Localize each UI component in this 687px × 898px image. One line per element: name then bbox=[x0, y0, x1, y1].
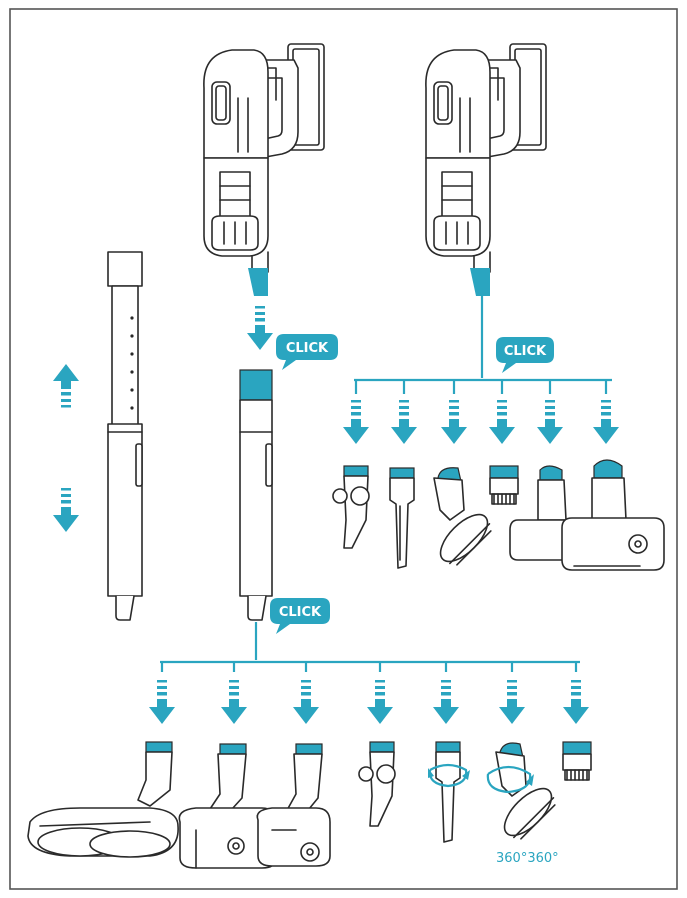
striped-down-arrow-icon bbox=[247, 306, 273, 350]
arrow-row-right bbox=[343, 400, 619, 444]
mop-floor-head bbox=[27, 741, 179, 858]
extension-tube bbox=[239, 369, 273, 621]
click-bubble-top: CLICK bbox=[276, 334, 338, 370]
striped-down-arrow-icon bbox=[441, 400, 467, 444]
striped-down-arrow-icon bbox=[537, 400, 563, 444]
click-bubble-middle: CLICK bbox=[496, 337, 554, 373]
striped-down-arrow-icon bbox=[221, 680, 247, 724]
dusting-brush-tool bbox=[433, 467, 492, 566]
striped-down-arrow-icon bbox=[593, 400, 619, 444]
click-bubble-bottom: CLICK bbox=[270, 598, 330, 634]
hard-floor-head bbox=[256, 743, 331, 867]
click-label: CLICK bbox=[279, 605, 322, 620]
crevice-2in1-tool-bottom bbox=[358, 741, 396, 827]
click-label: CLICK bbox=[504, 344, 547, 359]
mini-brush-tool bbox=[489, 465, 519, 505]
handheld-vacuum-right bbox=[425, 43, 547, 296]
striped-down-arrow-icon bbox=[433, 680, 459, 724]
arrow-row-bottom bbox=[149, 680, 589, 724]
telescopic-tube-extended bbox=[107, 251, 143, 621]
connector-tree-bottom bbox=[160, 622, 580, 672]
striped-down-arrow-icon bbox=[53, 488, 79, 532]
striped-up-arrow-icon bbox=[53, 364, 79, 408]
mattress-tool-large bbox=[561, 459, 665, 571]
crevice-2in1-tool bbox=[332, 465, 370, 549]
rotation-label: 360°360° bbox=[496, 851, 559, 866]
connector-tree-right bbox=[354, 296, 612, 394]
striped-down-arrow-icon bbox=[489, 400, 515, 444]
handheld-vacuum-left bbox=[203, 43, 325, 296]
speech-bubble-icon bbox=[276, 334, 338, 370]
striped-down-arrow-icon bbox=[149, 680, 175, 724]
striped-down-arrow-icon bbox=[499, 680, 525, 724]
rotating-dusting-brush bbox=[486, 742, 556, 840]
motorised-floor-head bbox=[178, 743, 277, 869]
striped-down-arrow-icon bbox=[343, 400, 369, 444]
rotating-crevice-tool bbox=[428, 741, 470, 843]
striped-down-arrow-icon bbox=[391, 400, 417, 444]
striped-down-arrow-icon bbox=[367, 680, 393, 724]
click-label: CLICK bbox=[286, 341, 329, 356]
striped-down-arrow-icon bbox=[293, 680, 319, 724]
striped-down-arrow-icon bbox=[563, 680, 589, 724]
diagram-frame bbox=[9, 8, 678, 890]
speech-bubble-icon bbox=[270, 598, 330, 634]
mini-brush-tool-bottom bbox=[562, 741, 592, 781]
speech-bubble-icon bbox=[496, 337, 554, 373]
crevice-tool bbox=[389, 467, 415, 569]
